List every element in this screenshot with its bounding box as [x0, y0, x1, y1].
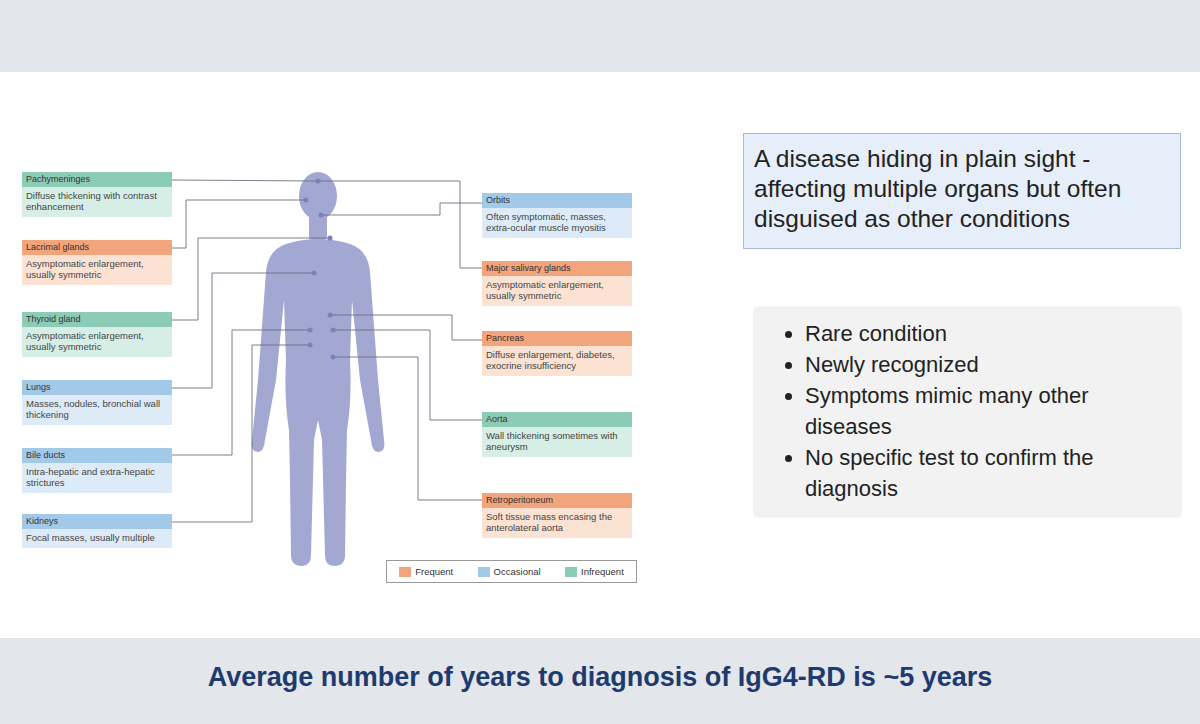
organ-name: Aorta	[482, 412, 632, 427]
organ-box: OrbitsOften symptomatic, masses, extra-o…	[482, 193, 632, 238]
organ-box: RetroperitoneumSoft tissue mass encasing…	[482, 493, 632, 538]
organ-box: Bile ductsIntra-hepatic and extra-hepati…	[22, 448, 172, 493]
organ-name: Thyroid gland	[22, 312, 172, 327]
top-band	[0, 0, 1200, 72]
legend-text: Occasional	[494, 566, 541, 577]
leader-lines	[172, 180, 482, 522]
organ-name: Lacrimal glands	[22, 240, 172, 255]
organ-description: Diffuse thickening with contrast enhance…	[22, 187, 172, 217]
legend-swatch	[478, 567, 490, 577]
organ-description: Diffuse enlargement, diabetes, exocrine …	[482, 346, 632, 376]
organ-description: Soft tissue mass encasing the anterolate…	[482, 508, 632, 538]
legend-text: Infrequent	[581, 566, 624, 577]
legend-item: Frequent	[399, 566, 453, 577]
organ-name: Lungs	[22, 380, 172, 395]
organ-name: Retroperitoneum	[482, 493, 632, 508]
bullet-text: No specific test to confirm the diagnosi…	[805, 445, 1094, 501]
bullet-text: Symptoms mimic many other diseases	[805, 383, 1089, 439]
organ-name: Pancreas	[482, 331, 632, 346]
organ-description: Asymptomatic enlargement, usually symmet…	[482, 276, 632, 306]
organ-name: Pachymeninges	[22, 172, 172, 187]
headline-box: A disease hiding in plain sight - affect…	[743, 133, 1181, 249]
legend-item: Infrequent	[565, 566, 624, 577]
bullet-box: Rare conditionNewly recognizedSymptoms m…	[755, 308, 1180, 516]
organ-name: Orbits	[482, 193, 632, 208]
legend-swatch	[565, 567, 577, 577]
organ-box: PancreasDiffuse enlargement, diabetes, e…	[482, 331, 632, 376]
organ-name: Bile ducts	[22, 448, 172, 463]
organ-box: PachymeningesDiffuse thickening with con…	[22, 172, 172, 217]
legend-box: Frequent Occasional Infrequent	[386, 560, 637, 583]
organ-description: Wall thickening sometimes with aneurysm	[482, 427, 632, 457]
caption: Average number of years to diagnosis of …	[0, 662, 1200, 693]
organ-box: AortaWall thickening sometimes with aneu…	[482, 412, 632, 457]
organ-description: Asymptomatic enlargement, usually symmet…	[22, 255, 172, 285]
bullet-text: Rare condition	[805, 321, 947, 346]
headline-text: A disease hiding in plain sight - affect…	[754, 144, 1170, 234]
organ-description: Focal masses, usually multiple	[22, 529, 172, 548]
organ-description: Intra-hepatic and extra-hepatic strictur…	[22, 463, 172, 493]
bullet-item: Newly recognized	[805, 349, 1168, 380]
legend-item: Occasional	[478, 566, 541, 577]
organ-box: KidneysFocal masses, usually multiple	[22, 514, 172, 548]
organ-box: Thyroid glandAsymptomatic enlargement, u…	[22, 312, 172, 357]
organ-description: Masses, nodules, bronchial wall thickeni…	[22, 395, 172, 425]
bullet-item: Symptoms mimic many other diseases	[805, 380, 1168, 442]
organ-name: Kidneys	[22, 514, 172, 529]
bullet-item: No specific test to confirm the diagnosi…	[805, 442, 1168, 504]
organ-dots	[304, 179, 336, 360]
legend-text: Frequent	[415, 566, 453, 577]
bullet-list: Rare conditionNewly recognizedSymptoms m…	[767, 318, 1168, 504]
organ-box: Major salivary glandsAsymptomatic enlarg…	[482, 261, 632, 306]
bullet-text: Newly recognized	[805, 352, 979, 377]
organ-box: Lacrimal glandsAsymptomatic enlargement,…	[22, 240, 172, 285]
organ-name: Major salivary glands	[482, 261, 632, 276]
body-silhouette	[252, 172, 385, 566]
organ-description: Often symptomatic, masses, extra-ocular …	[482, 208, 632, 238]
bullet-item: Rare condition	[805, 318, 1168, 349]
organ-description: Asymptomatic enlargement, usually symmet…	[22, 327, 172, 357]
legend-swatch	[399, 567, 411, 577]
organ-box: LungsMasses, nodules, bronchial wall thi…	[22, 380, 172, 425]
